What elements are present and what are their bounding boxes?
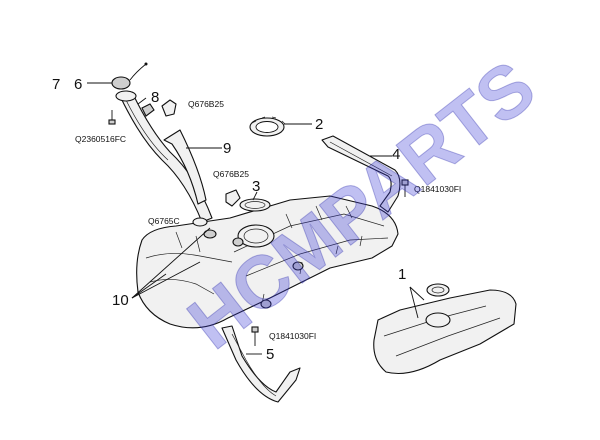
code-clip-upper: Q676B25 [188, 99, 224, 109]
clip-middle [225, 189, 241, 207]
callout-10: 10 [112, 292, 129, 309]
bolt-strap-upper [401, 179, 409, 197]
part-code-labels: Q676B25 Q676B25 Q6765C Q2360516FC Q18410… [75, 99, 461, 341]
code-screw-cap: Q2360516FC [75, 134, 126, 144]
tank-strap-upper [321, 135, 401, 213]
callout-9: 9 [223, 140, 231, 157]
bolt-strap-lower [251, 326, 259, 346]
code-bolt-strap-lower: Q1841030FI [269, 331, 316, 341]
filler-neck-hose-9 [119, 91, 213, 223]
clamp-left [192, 217, 208, 227]
callout-7: 7 [52, 76, 60, 93]
seal-ring-3 [239, 198, 271, 212]
clip-8-upper [141, 99, 177, 117]
callout-2: 2 [315, 116, 323, 133]
callout-6: 6 [74, 76, 82, 93]
tank-strap-lower [221, 325, 301, 403]
fuel-filler-cap-6 [111, 62, 148, 102]
code-clip-middle: Q676B25 [213, 169, 249, 179]
fuel-tank-main [136, 195, 399, 329]
code-bolt-strap-upper: Q1841030FI [414, 184, 461, 194]
leader-lines [87, 82, 425, 355]
code-clamp-left: Q6765C [148, 216, 180, 226]
callout-1: 1 [398, 266, 406, 283]
screw-cap-part [108, 110, 116, 125]
callout-numbers: 1 2 3 4 5 6 7 8 9 10 [52, 76, 406, 363]
callout-8: 8 [151, 89, 159, 106]
callout-5: 5 [266, 346, 274, 363]
lock-ring-2 [249, 116, 286, 137]
callout-4: 4 [392, 146, 400, 163]
callout-3: 3 [252, 178, 260, 195]
fuel-tank-assembly-1 [373, 283, 517, 375]
fuel-pump-flange-main [203, 224, 275, 248]
